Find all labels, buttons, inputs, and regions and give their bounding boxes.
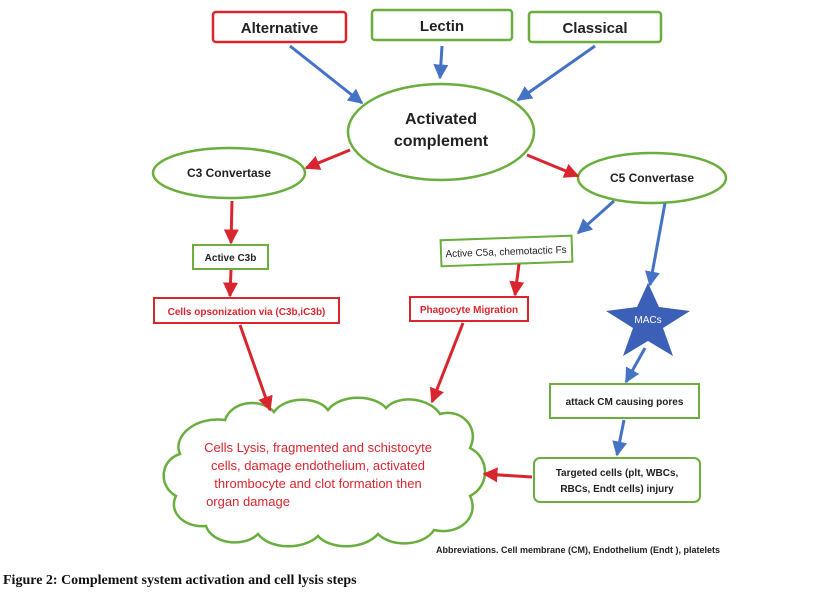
targeted-label-line2: RBCs, Endt cells) injury (560, 484, 674, 495)
arrow-lectin-to-activated (433, 45, 449, 80)
arrow-macs-to-attack (624, 347, 647, 384)
activated-label-line1: Activated (405, 111, 477, 128)
attack-cm-label: attack CM causing pores (566, 397, 684, 408)
lectin-node: Lectin (370, 8, 514, 42)
opsonization-label: Cells opsonization via (C3b,iC3b) (168, 307, 326, 318)
targeted-cells-node: Targeted cells (plt, WBCs, RBCs, Endt ce… (533, 457, 701, 503)
c3-convertase-label: C3 Convertase (187, 166, 271, 180)
arrow-activated-to-c5 (526, 153, 580, 178)
c3-convertase-node: C3 Convertase (151, 146, 307, 200)
lysis-label-line1: Cells Lysis, fragmented and schistocyte (204, 440, 432, 455)
activated-label-line2: complement (394, 133, 489, 150)
arrow-activated-to-c3 (304, 148, 351, 170)
phagocyte-node: Phagocyte Migration (409, 296, 529, 322)
lectin-label: Lectin (420, 18, 464, 35)
phagocyte-label: Phagocyte Migration (420, 305, 518, 316)
activated-complement-node: Activated complement (346, 82, 536, 182)
lysis-label-line4: organ damage (206, 494, 290, 509)
classical-label: Classical (562, 20, 627, 37)
active-c3b-node: Active C3b (192, 244, 269, 270)
alternative-label: Alternative (241, 20, 319, 37)
arrow-phagocyte-to-lysis (429, 322, 465, 404)
arrow-c5-to-macs (645, 202, 667, 287)
figure-caption: Figure 2: Complement system activation a… (3, 573, 357, 588)
classical-node: Classical (527, 10, 663, 44)
macs-star-node: MACs (606, 283, 690, 356)
arrow-c3b-to-opsonization (223, 269, 239, 298)
active-c5a-label: Active C5a, chemotactic Fs (445, 245, 566, 260)
targeted-label-line1: Targeted cells (plt, WBCs, (556, 468, 679, 479)
arrow-opsonization-to-lysis (238, 324, 273, 412)
opsonization-node: Cells opsonization via (C3b,iC3b) (153, 297, 340, 324)
lysis-label-line2: cells, damage endothelium, activated (211, 458, 425, 473)
active-c3b-label: Active C3b (205, 253, 257, 264)
macs-label: MACs (634, 315, 661, 326)
arrow-c5-to-c5a (576, 199, 615, 235)
arrow-c5a-to-phagocyte (509, 263, 525, 297)
arrow-c3-to-c3b (223, 200, 239, 245)
active-c5a-node: Active C5a, chemotactic Fs (439, 234, 574, 268)
c5-convertase-label: C5 Convertase (610, 171, 694, 185)
lysis-label-line3: thrombocyte and clot formation then (214, 476, 421, 491)
arrow-attack-to-targeted (612, 419, 628, 457)
c5-convertase-node: C5 Convertase (576, 151, 728, 205)
arrow-alternative-to-activated (289, 44, 364, 105)
cell-lysis-cloud-node: Cells Lysis, fragmented and schistocyte … (162, 396, 487, 548)
abbreviations-note: Abbreviations. Cell membrane (CM), Endot… (436, 545, 721, 555)
arrow-targeted-to-lysis (482, 467, 533, 483)
arrow-classical-to-activated (516, 44, 596, 102)
attack-cm-node: attack CM causing pores (549, 383, 700, 419)
alternative-node: Alternative (211, 10, 348, 44)
